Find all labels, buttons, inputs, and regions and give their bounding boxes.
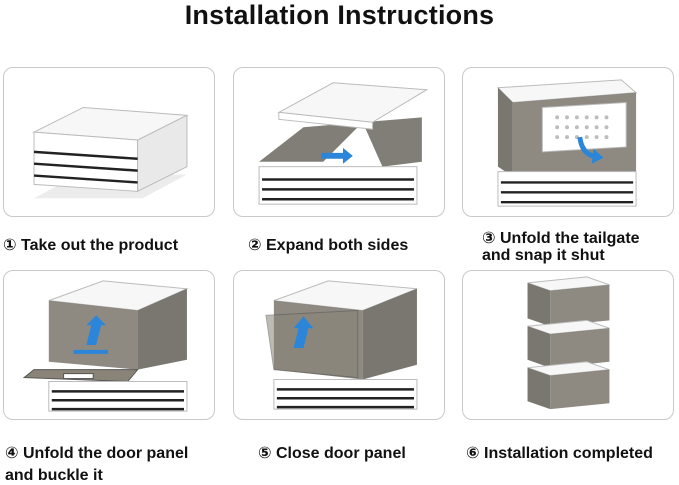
door-panel-box-illustration (22, 280, 189, 412)
page-title: Installation Instructions (184, 0, 495, 30)
step-3-caption-line2: and snap it shut (482, 247, 605, 264)
step-5-image (233, 270, 445, 420)
step-4-image (3, 270, 215, 420)
step-6-caption: ⑥ Installation completed (466, 445, 653, 462)
step-4-caption-line2: and buckle it (5, 467, 103, 484)
step-2-image (233, 67, 445, 217)
step-5-caption: ⑤ Close door panel (258, 445, 406, 462)
step-2-caption: ② Expand both sides (248, 237, 409, 254)
expanding-box-illustration (258, 82, 429, 205)
folded-box-illustration (32, 106, 189, 199)
step-4-caption-line1: ④ Unfold the door panel (5, 445, 189, 462)
closing-door-box-illustration (265, 280, 418, 410)
step-6-image (462, 270, 674, 420)
step-3-caption-line1: ③ Unfold the tailgate (482, 230, 640, 247)
step-1-image (3, 67, 215, 217)
tailgate-box-illustration (496, 79, 638, 207)
step-1-caption: ① Take out the product (3, 237, 179, 254)
stacked-boxes-illustration (527, 276, 610, 410)
step-3-image (462, 67, 674, 217)
